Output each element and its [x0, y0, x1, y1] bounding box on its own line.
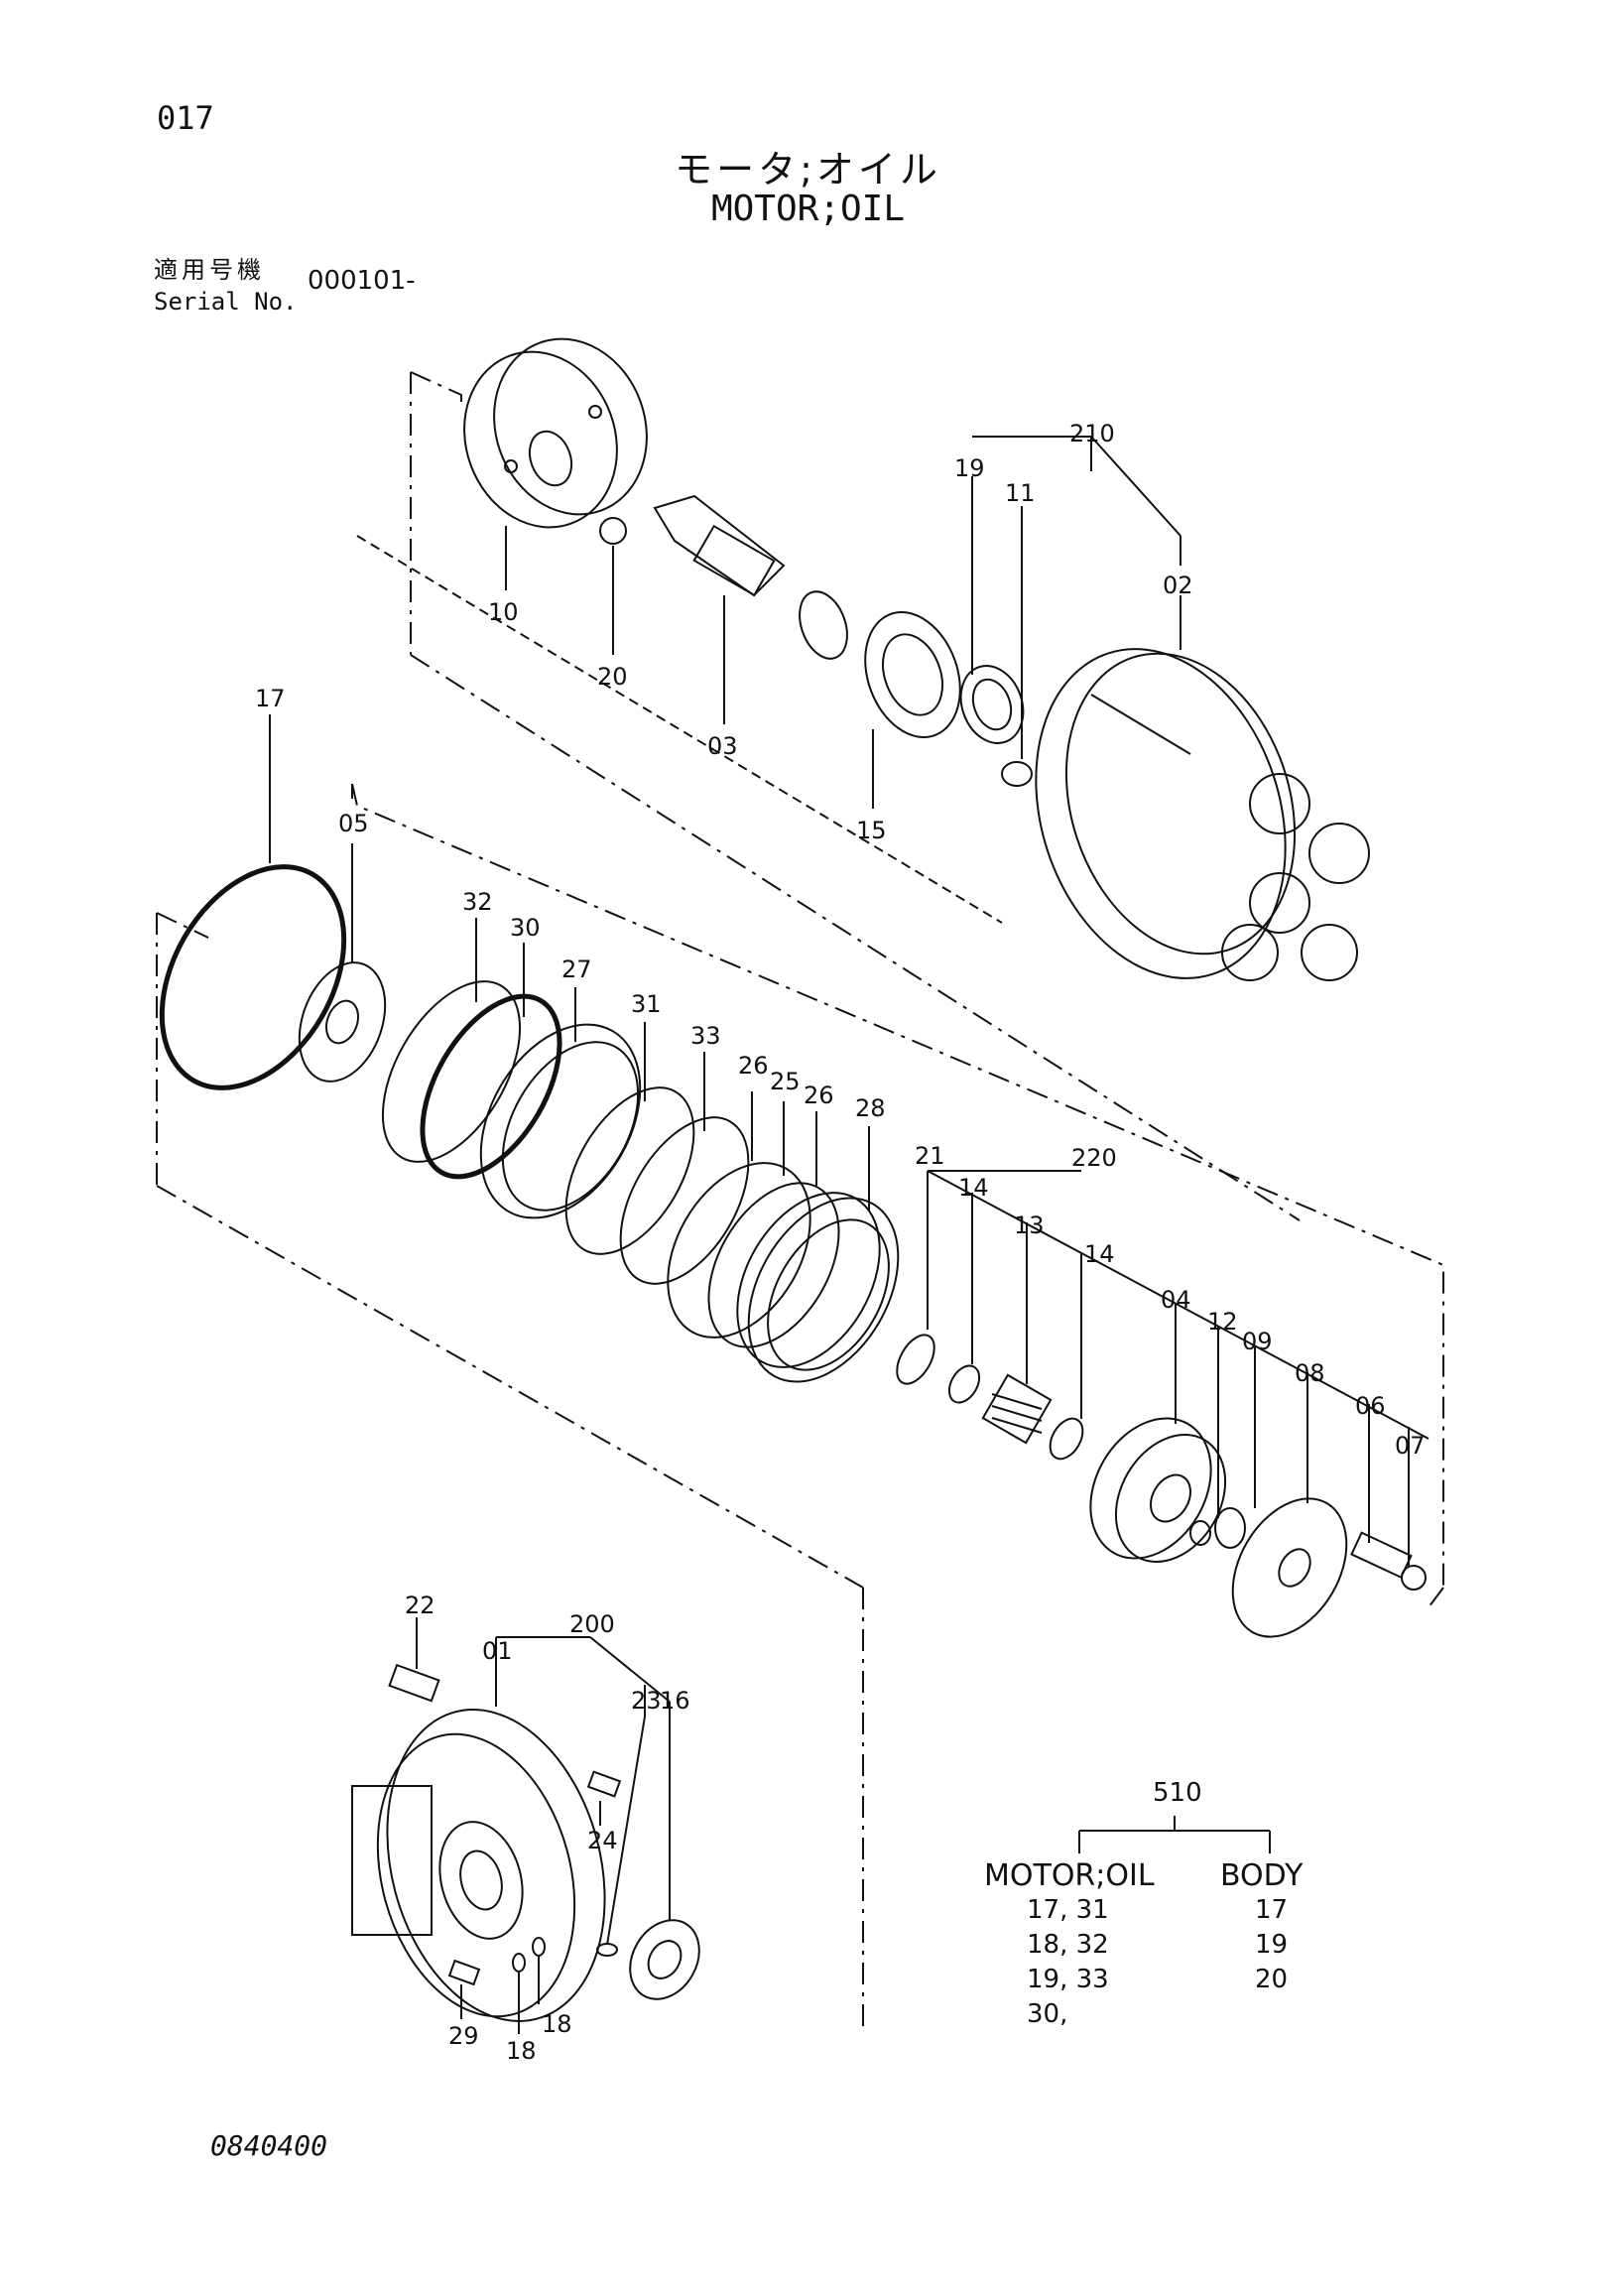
part-11-bush	[1001, 506, 1033, 787]
part-16-bearing	[629, 1717, 700, 2000]
callout-label: 220	[1071, 1144, 1117, 1172]
part-20-ball	[599, 517, 627, 545]
piston-ring-set	[381, 918, 750, 1285]
bracket-220	[927, 1170, 1430, 1440]
callout-label: 21	[915, 1142, 945, 1170]
callout-label: 31	[631, 990, 662, 1018]
callout-label: 03	[707, 732, 738, 760]
part-13-spring	[981, 1240, 1053, 1445]
kit-col2-row: 17	[1255, 1895, 1289, 1925]
bracket-210	[972, 436, 1181, 650]
middle-assembly-frame	[156, 783, 1444, 2029]
kit-col2-header: BODY	[1220, 1858, 1304, 1893]
serial-label: Serial No.	[154, 288, 298, 316]
part-14-washer-a	[947, 1206, 981, 1404]
top-assembly-frame	[356, 371, 1301, 1221]
callout-label: 10	[488, 598, 519, 626]
drawing-code: 0840400	[210, 2129, 328, 2162]
callout-label: 04	[1161, 1286, 1191, 1314]
part-06-piston	[1350, 1419, 1413, 1580]
callout-label: 06	[1355, 1392, 1386, 1420]
callout-label: 19	[954, 454, 985, 482]
kit-510-bracket	[1078, 1816, 1271, 1853]
part-04-cylinder-block	[1089, 1315, 1227, 1563]
callout-label: 18	[506, 2037, 537, 2065]
callout-label: 01	[482, 1637, 513, 1665]
part-14-washer-b	[1049, 1270, 1084, 1461]
callout-label: 210	[1069, 420, 1115, 447]
serial-label-japanese: 適用号機	[154, 256, 265, 284]
bracket-200	[495, 1636, 671, 1717]
serial-number-value: 000101-	[308, 266, 416, 296]
callout-label: 18	[542, 2010, 572, 2038]
callout-label: 32	[462, 888, 493, 916]
kit-col2-row: 20	[1255, 1965, 1289, 1994]
page-title: MOTOR;OIL	[710, 189, 906, 229]
callout-label: 14	[958, 1174, 989, 1202]
part-22-bolt	[388, 1617, 440, 1703]
part-17-oring	[159, 714, 347, 1090]
callout-label: 26	[738, 1052, 769, 1080]
callout-label: 08	[1295, 1359, 1325, 1387]
callout-label: 30	[510, 914, 541, 942]
callout-label: 12	[1207, 1308, 1238, 1336]
callout-label: 25	[770, 1068, 801, 1095]
callout-label: 29	[448, 2022, 479, 2050]
part-02-housing	[1035, 648, 1370, 981]
callout-label: 17	[255, 685, 286, 712]
part-12-pin	[1189, 1335, 1219, 1546]
part-19-seal	[959, 476, 1025, 744]
callout-label: 15	[856, 817, 887, 844]
callout-label: 13	[1014, 1212, 1045, 1239]
callout-label: 24	[587, 1827, 618, 1854]
part-07-shoe	[1401, 1434, 1427, 1591]
part-09-ball-guide	[1214, 1354, 1256, 1549]
callout-label: 28	[855, 1094, 886, 1122]
kit-col1-row: 19, 33	[1027, 1965, 1109, 1994]
callout-label: 20	[597, 663, 628, 691]
page-number: 017	[157, 99, 214, 137]
part-15-bearing	[864, 611, 961, 809]
part-21-snap-ring	[896, 1171, 935, 1385]
callout-label: 14	[1084, 1240, 1115, 1268]
callout-label: 09	[1242, 1328, 1273, 1355]
kit-col1-header: MOTOR;OIL	[984, 1858, 1155, 1893]
kit-id: 510	[1153, 1778, 1202, 1808]
part-23-pin	[596, 1716, 646, 1957]
callout-label: 22	[405, 1592, 435, 1619]
callout-label: 26	[804, 1082, 834, 1109]
part-24-pin	[586, 1770, 622, 1826]
callout-label: 02	[1163, 572, 1193, 599]
callout-labels: 210 19 11 02 10 20 03 15 17 05 32 30 27 …	[255, 420, 1426, 2065]
kit-col2-row: 19	[1255, 1930, 1289, 1960]
page-title-japanese: モータ;オイル	[675, 148, 941, 191]
kit-col1-row: 18, 32	[1027, 1930, 1109, 1960]
part-18-oring	[512, 1937, 546, 2034]
part-03-shaft	[653, 494, 848, 724]
part-29-plug	[447, 1959, 481, 2019]
callout-label: 200	[569, 1610, 615, 1638]
callout-label: 23	[631, 1687, 662, 1715]
part-05-valve-plate	[298, 843, 387, 1083]
kit-col1-row: 17, 31	[1027, 1895, 1109, 1925]
callout-label: 27	[561, 956, 592, 983]
friction-plate-set	[667, 1091, 900, 1383]
part-08-shoe-plate	[1231, 1389, 1348, 1638]
callout-label: 16	[660, 1687, 690, 1715]
callout-label: 33	[690, 1022, 721, 1050]
kit-col1-row: 30,	[1027, 1999, 1068, 2029]
callout-label: 11	[1005, 479, 1036, 507]
callout-label: 07	[1395, 1432, 1426, 1460]
callout-label: 05	[338, 810, 369, 837]
part-10-cover	[463, 337, 648, 590]
part-01-cover-housing	[351, 1709, 606, 2022]
